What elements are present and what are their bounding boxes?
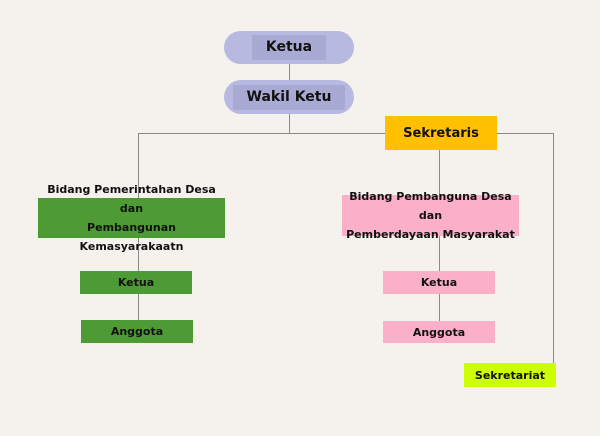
node-sekretaris: Sekretaris: [385, 116, 497, 150]
node-bidang2-anggota: Anggota: [383, 321, 495, 343]
node-sekretariat: Sekretariat: [464, 363, 556, 387]
node-label: Ketua: [251, 35, 327, 60]
node-label: Wakil Ketu: [232, 84, 346, 110]
node-bidang2-ketua: Ketua: [383, 271, 495, 294]
connector: [138, 133, 139, 198]
node-bidang1-anggota: Anggota: [81, 320, 193, 343]
node-wakil-ketua: Wakil Ketu: [224, 80, 354, 114]
node-ketua: Ketua: [224, 31, 354, 64]
node-bidang-pembangunan: Bidang Pembanguna Desa dan Pemberdayaan …: [342, 190, 519, 241]
node-label: Pembangunan Kemasyarakaatn: [79, 221, 184, 253]
node-label: Pemberdayaan Masyarakat: [346, 228, 515, 241]
connector: [553, 133, 554, 365]
node-bidang-pemerintahan: Bidang Pemerintahan Desa dan Pembangunan…: [38, 183, 225, 253]
node-label: Bidang Pembanguna Desa dan: [349, 190, 512, 222]
node-bidang1-ketua: Ketua: [80, 271, 192, 294]
node-label: Bidang Pemerintahan Desa dan: [47, 183, 216, 215]
connector: [138, 133, 554, 134]
